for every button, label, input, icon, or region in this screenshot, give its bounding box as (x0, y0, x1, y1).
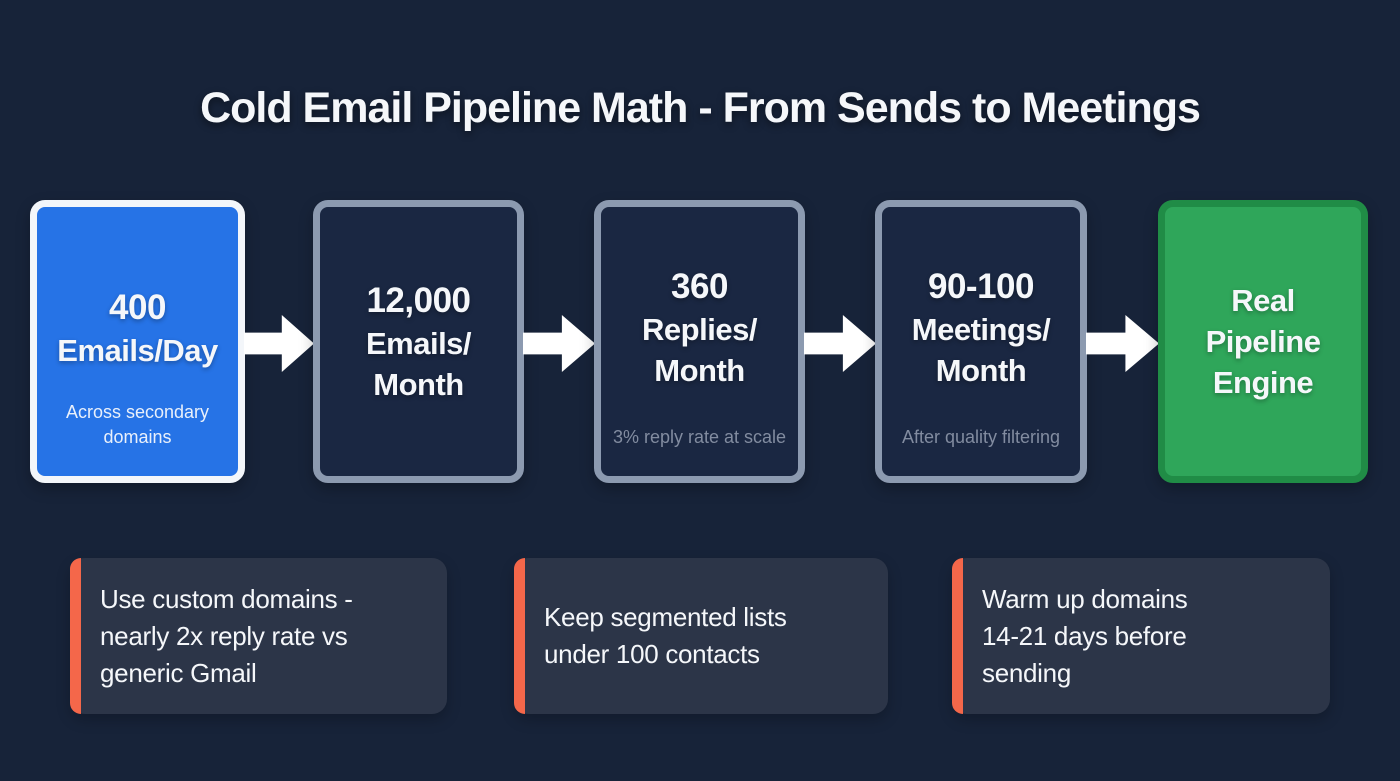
flow-arrow-icon (523, 315, 595, 372)
stage-subtitle-text: After quality filtering (901, 427, 1061, 447)
stage-subtitle: 3% reply rate at scale (601, 425, 798, 450)
tip-text: Use custom domains - nearly 2x reply rat… (100, 558, 427, 714)
pipeline-stage-replies-per-month: 360 Replies/ Month 3% reply rate at scal… (594, 200, 805, 483)
tip-card-warm-up-domains: Warm up domains 14-21 days before sendin… (952, 558, 1330, 714)
tip-accent-bar (952, 558, 963, 714)
tip-text-line: Warm up domains (982, 583, 1188, 614)
tip-text-line: under 100 contacts (544, 639, 760, 669)
stage-main-text: 400 Emails/Day (57, 285, 218, 399)
stage-subtitle: Across secondary domains (37, 400, 238, 450)
stage-value: 90-100 (928, 267, 1034, 306)
stage-subtitle: After quality filtering (882, 425, 1080, 450)
tip-text: Keep segmented lists under 100 contacts (544, 558, 868, 714)
tip-text-line: nearly 2x reply rate vs (100, 620, 348, 651)
stage-label-line: Meetings/ (911, 312, 1051, 347)
stage-label-line: Emails/Day (57, 332, 218, 368)
tip-text-line: 14-21 days before (982, 620, 1187, 651)
flow-arrow-icon (804, 315, 876, 372)
stage-value: 400 (109, 287, 166, 327)
stage-label-line: Month (654, 353, 745, 388)
stage-value: 360 (671, 267, 728, 306)
page-title: Cold Email Pipeline Math - From Sends to… (200, 84, 1201, 132)
tip-accent-bar (70, 558, 81, 714)
stage-main-text: 12,000 Emails/ Month (365, 278, 472, 405)
flow-arrow-icon (244, 315, 314, 372)
stage-main-text: Real Pipeline Engine (1206, 280, 1321, 403)
pipeline-stage-emails-per-day: 400 Emails/Day Across secondary domains (30, 200, 245, 483)
tip-text: Warm up domains 14-21 days before sendin… (982, 558, 1310, 714)
stage-subtitle-text: Across secondary domains (65, 402, 210, 447)
stage-main-text: 90-100 Meetings/ Month (911, 264, 1051, 419)
stage-label-line: Month (373, 367, 464, 402)
stage-label-line: Emails/ (365, 326, 472, 361)
stage-label-line: Month (935, 353, 1027, 388)
stage-label-line: Real (1231, 283, 1295, 318)
tip-text-line: generic Gmail (100, 657, 257, 688)
stage-main-text: 360 Replies/ Month (642, 264, 757, 419)
tip-card-custom-domains: Use custom domains - nearly 2x reply rat… (70, 558, 447, 714)
stage-label-line: Pipeline (1205, 324, 1321, 359)
flow-arrow-icon (1086, 315, 1159, 372)
tip-text-line: Keep segmented lists (544, 602, 787, 632)
stage-label-line: Replies/ (642, 312, 757, 347)
tip-text-line: Use custom domains - (100, 583, 353, 614)
pipeline-stage-meetings-per-month: 90-100 Meetings/ Month After quality fil… (875, 200, 1087, 483)
pipeline-stage-emails-per-month: 12,000 Emails/ Month (313, 200, 524, 483)
stage-label-line: Engine (1212, 365, 1314, 400)
stage-subtitle-text: 3% reply rate at scale (612, 427, 787, 447)
tip-text-line: sending (982, 657, 1071, 688)
stage-value: 12,000 (366, 281, 471, 320)
tip-accent-bar (514, 558, 525, 714)
pipeline-stage-real-pipeline-engine: Real Pipeline Engine (1158, 200, 1368, 483)
tip-card-segmented-lists: Keep segmented lists under 100 contacts (514, 558, 888, 714)
